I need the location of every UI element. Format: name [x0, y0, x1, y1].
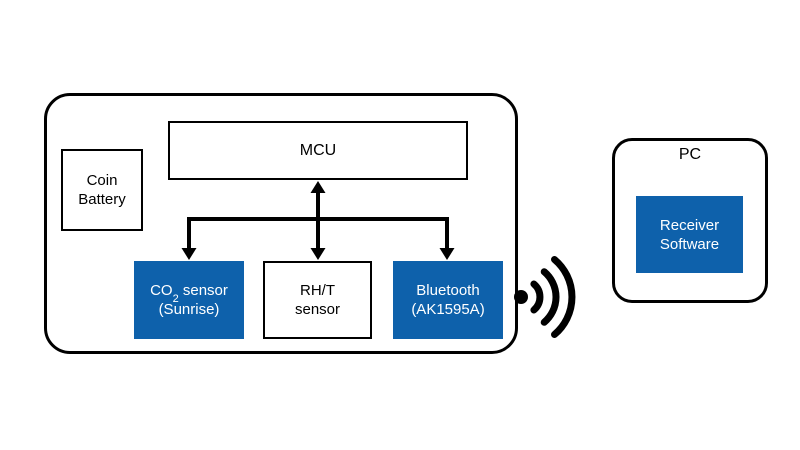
- co2-label-subscript: 2: [172, 293, 179, 305]
- bluetooth-box: Bluetooth (AK1595A): [393, 261, 503, 339]
- coin-battery-box: Coin Battery: [61, 149, 143, 231]
- mcu-label: MCU: [299, 142, 337, 159]
- co2-sensor-label-line1: CO2 sensor: [150, 281, 228, 305]
- receiver-software-label-line1: Receiver: [659, 216, 720, 234]
- coin-battery-label-line2: Battery: [78, 191, 126, 208]
- receiver-software-label-line2: Software: [659, 235, 720, 253]
- coin-battery-label-line1: Coin: [86, 172, 118, 189]
- co2-label-suffix: sensor: [178, 282, 228, 299]
- co2-sensor-box: CO2 sensor (Sunrise): [134, 261, 244, 339]
- wireless-signal-icon: [514, 256, 576, 338]
- pc-label: PC: [678, 146, 702, 163]
- rht-sensor-label-line2: sensor: [294, 301, 341, 318]
- receiver-software-box: Receiver Software: [636, 196, 743, 273]
- rht-sensor-label-line1: RH/T: [300, 282, 335, 299]
- mcu-box: MCU: [168, 121, 468, 180]
- bluetooth-label-line1: Bluetooth: [416, 282, 480, 299]
- rht-sensor-box: RH/T sensor: [263, 261, 372, 339]
- bluetooth-label-line2: (AK1595A): [411, 301, 485, 318]
- co2-sensor-label-line2: (Sunrise): [158, 301, 220, 318]
- co2-label-prefix: CO: [150, 282, 173, 299]
